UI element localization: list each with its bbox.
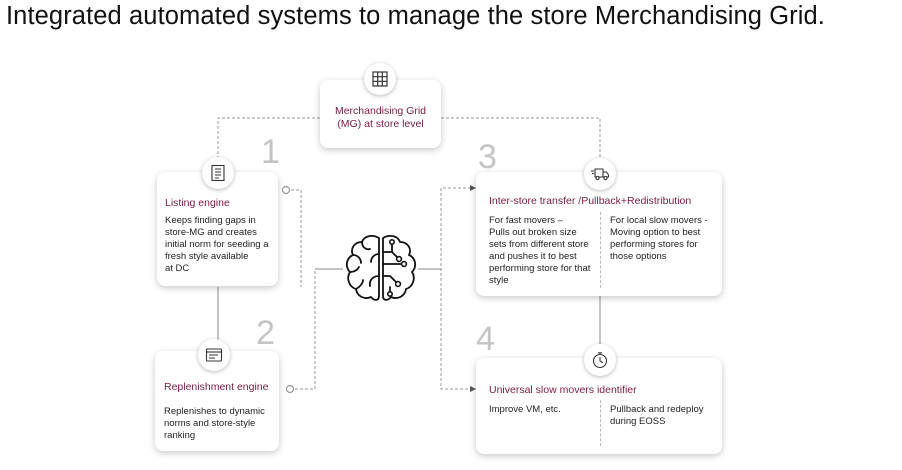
replenishment-engine-title: Replenishment engine xyxy=(164,381,269,393)
listing-line: fresh style available xyxy=(165,251,249,262)
pullback-description: Pullback and redeploy during EOSS xyxy=(610,404,720,428)
listing-engine-description: Keeps finding gaps in store-MG and creat… xyxy=(165,215,277,275)
inter-store-transfer-card: Inter-store transfer /Pullback+Redistrib… xyxy=(476,172,722,296)
universal-slow-movers-title: Universal slow movers identifier xyxy=(489,384,637,396)
pullback-line: during EOSS xyxy=(610,416,666,427)
fast-movers-description: For fast movers – Pulls out broken size … xyxy=(489,215,604,287)
step-number-1: 1 xyxy=(261,133,280,171)
step-number-3: 3 xyxy=(478,138,497,176)
stopwatch-icon xyxy=(584,344,616,376)
local-slow-movers-line: performing stores for xyxy=(610,239,698,250)
brain-circuit-icon xyxy=(342,232,420,306)
column-divider xyxy=(600,212,601,288)
replenishment-engine-description: Replenishes to dynamic norms and store-s… xyxy=(164,406,276,442)
delivery-truck-icon xyxy=(584,158,616,190)
local-slow-movers-description: For local slow movers - Moving option to… xyxy=(610,215,720,263)
local-slow-movers-line: Moving option to best xyxy=(610,227,701,238)
fast-movers-line: and pushes it to best xyxy=(489,251,577,262)
grid-icon xyxy=(364,63,396,95)
merchandising-grid-title-line2: (MG) at store level xyxy=(337,118,424,130)
fast-movers-line: performing store for that xyxy=(489,263,591,274)
improve-vm-description: Improve VM, etc. xyxy=(489,404,604,416)
step-number-4: 4 xyxy=(476,320,495,358)
fast-movers-line: Pulls out broken size xyxy=(489,227,577,238)
merchandising-grid-title-line1: Merchandising Grid xyxy=(334,105,427,117)
improve-vm-line: Improve VM, etc. xyxy=(489,404,561,415)
universal-slow-movers-card: Universal slow movers identifier Improve… xyxy=(476,358,722,454)
fast-movers-line: style xyxy=(489,275,509,286)
inter-store-transfer-title: Inter-store transfer /Pullback+Redistrib… xyxy=(489,195,692,207)
listing-engine-card: Listing engine Keeps finding gaps in sto… xyxy=(157,172,278,286)
listing-line: at DC xyxy=(165,263,190,274)
listing-line: store-MG and creates xyxy=(165,227,257,238)
document-list-icon xyxy=(202,157,234,189)
fast-movers-line: For fast movers – xyxy=(489,215,563,226)
pullback-line: Pullback and redeploy xyxy=(610,404,704,415)
page-title: Integrated automated systems to manage t… xyxy=(6,2,825,30)
replenishment-line: Replenishes to dynamic xyxy=(164,406,265,417)
listing-engine-title: Listing engine xyxy=(165,197,230,209)
browser-window-icon xyxy=(198,339,230,371)
replenishment-line: norms and store-style xyxy=(164,418,256,429)
column-divider xyxy=(600,400,601,446)
step-number-2: 2 xyxy=(256,314,275,352)
local-slow-movers-line: those options xyxy=(610,251,667,262)
listing-line: Keeps finding gaps in xyxy=(165,215,256,226)
local-slow-movers-line: For local slow movers - xyxy=(610,215,708,226)
fast-movers-line: sets from different store xyxy=(489,239,589,250)
replenishment-line: ranking xyxy=(164,430,196,441)
listing-line: initial norm for seeding a xyxy=(165,239,269,250)
